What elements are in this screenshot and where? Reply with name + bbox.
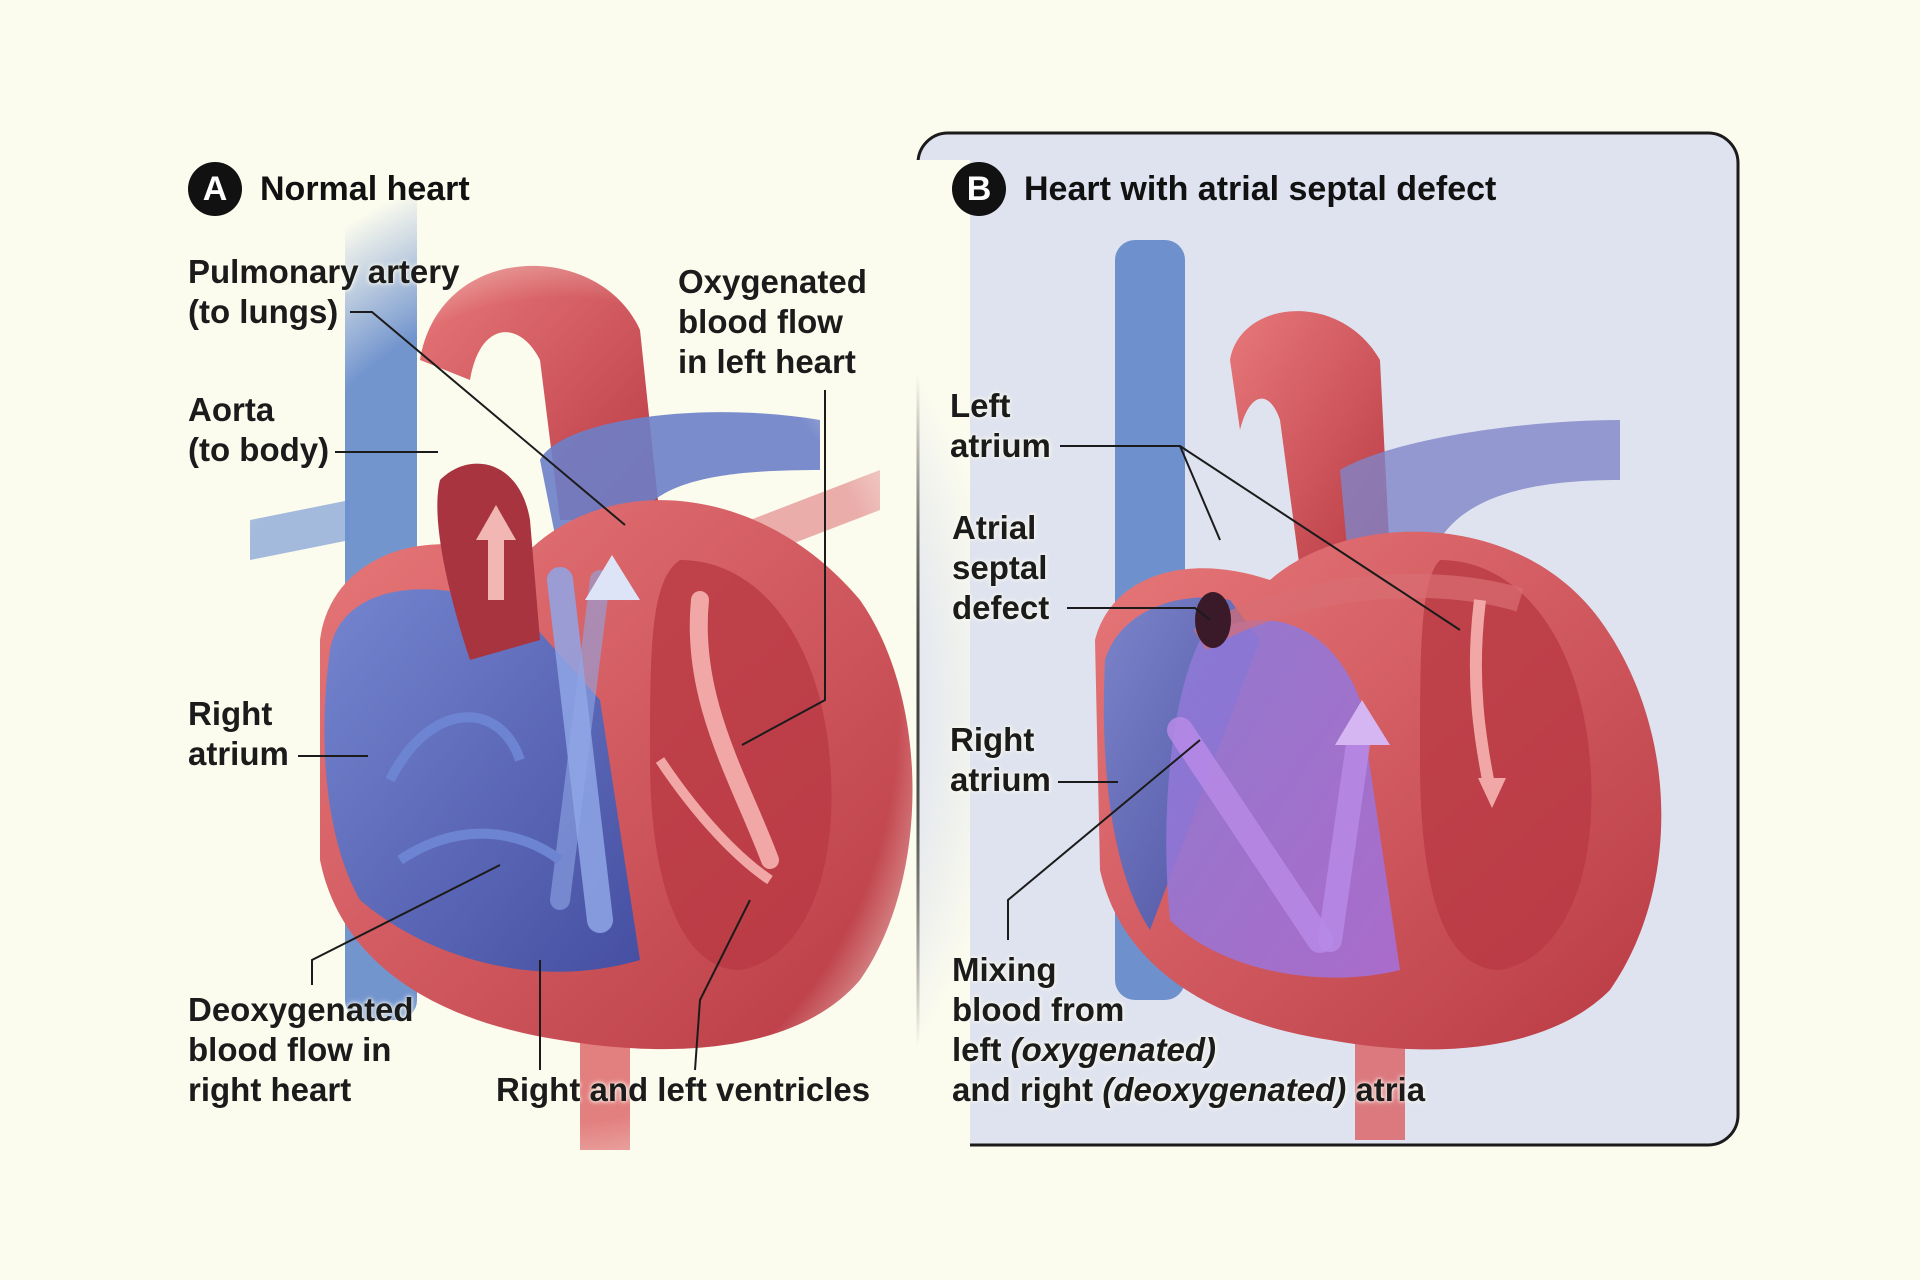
panel-b-title: B Heart with atrial septal defect: [952, 162, 1496, 216]
label-ventricles: Right and left ventricles: [496, 1071, 871, 1108]
leader-lines-b: [1007, 445, 1461, 940]
label-deoxygenated-flow: Deoxygenated blood flow in right heart: [188, 991, 414, 1108]
leader-lines-a: [298, 311, 826, 1071]
asd-heart-drawing: [1095, 240, 1662, 1140]
label-left-atrium: Left atrium: [950, 387, 1051, 464]
label-right-atrium-a: Right atrium: [188, 695, 289, 772]
panel-b-badge: B: [952, 162, 1006, 216]
panel-b-title-text: Heart with atrial septal defect: [1024, 169, 1497, 208]
label-septal-defect: Atrial septal defect: [952, 509, 1050, 626]
panel-a-title: A Normal heart: [188, 162, 470, 216]
normal-heart-drawing: [150, 160, 970, 1160]
label-right-atrium-b: Right atrium: [950, 721, 1051, 798]
panel-a-title-text: Normal heart: [260, 169, 470, 208]
label-mixing-blood: Mixing blood from left (oxygenated) and …: [952, 951, 1426, 1108]
panel-a-badge: A: [188, 162, 242, 216]
label-pulmonary-artery: Pulmonary artery (to lungs): [188, 253, 460, 330]
label-aorta: Aorta (to body): [188, 391, 330, 468]
label-oxygenated-flow: Oxygenated blood flow in left heart: [678, 263, 867, 380]
